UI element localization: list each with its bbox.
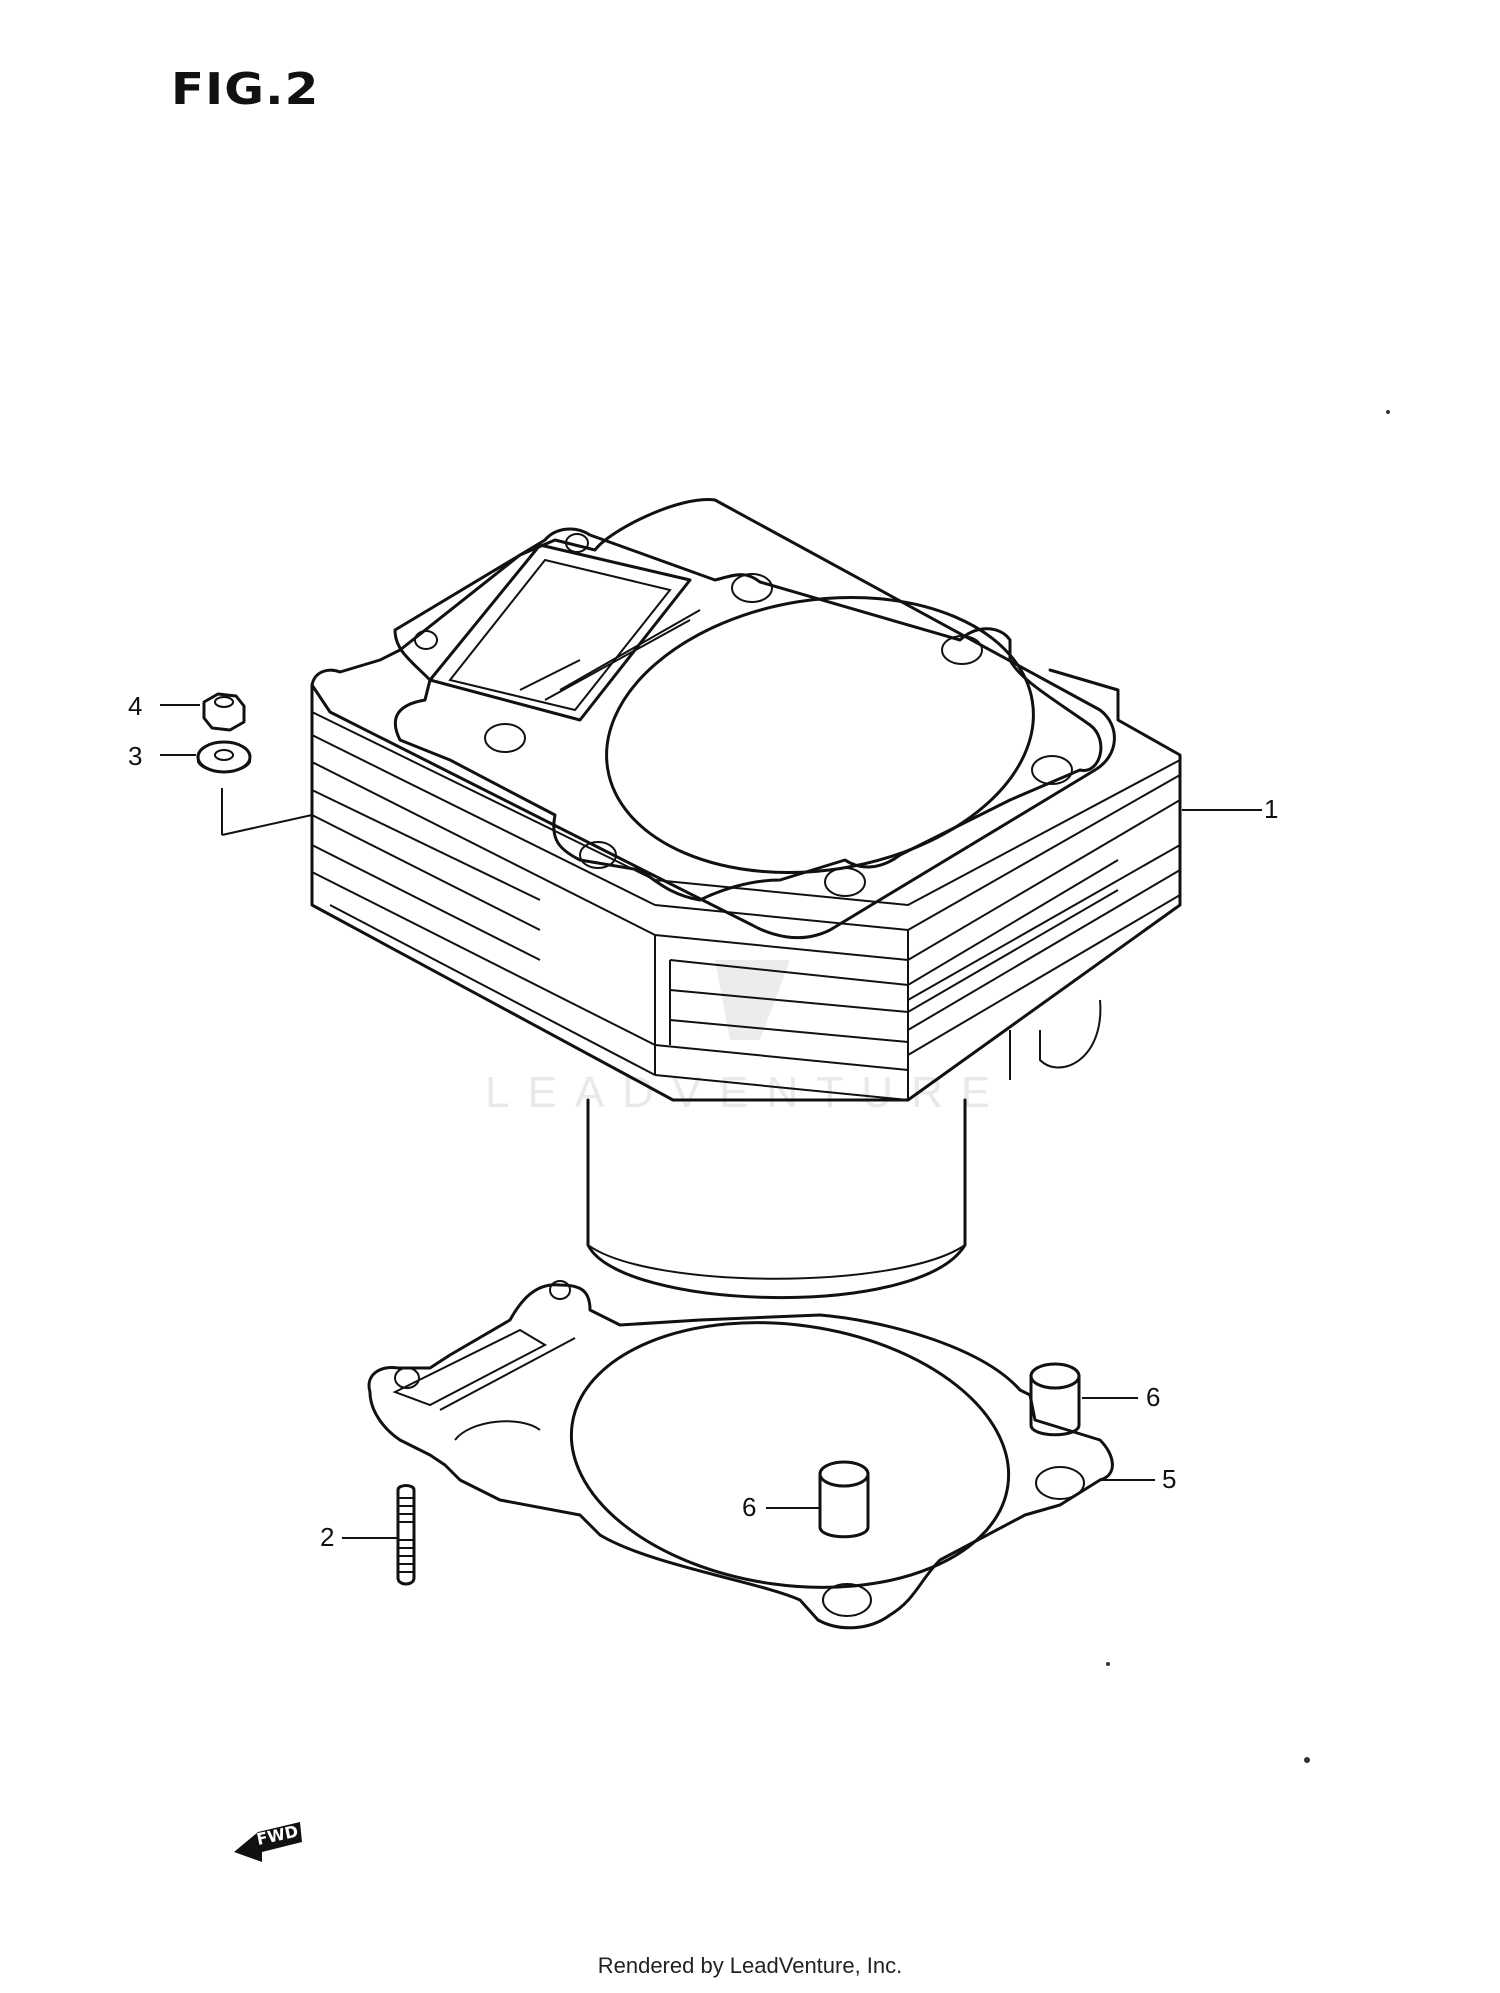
fwd-label: FWD xyxy=(255,1822,300,1849)
forward-direction-marker: FWD xyxy=(234,1822,302,1862)
callout-1: 1 xyxy=(1264,794,1278,824)
leader-lines xyxy=(160,704,1262,1539)
callout-2: 2 xyxy=(320,1522,334,1552)
scan-dot xyxy=(1386,410,1390,414)
footer-credit: Rendered by LeadVenture, Inc. xyxy=(597,1953,903,1978)
dowel-pin-part-6-right[interactable] xyxy=(1029,1362,1081,1437)
forward-arrow-icon xyxy=(234,1822,302,1862)
dowel-pin-part-6-center[interactable] xyxy=(818,1460,870,1539)
callout-4: 4 xyxy=(128,691,142,721)
stud-bolt-part-2[interactable] xyxy=(396,1484,416,1586)
base-gasket-part-5[interactable] xyxy=(367,1280,1114,1630)
scan-dot xyxy=(1304,1757,1310,1763)
callout-6-right: 6 xyxy=(1146,1382,1160,1412)
callout-3: 3 xyxy=(128,741,142,771)
callout-6-center: 6 xyxy=(742,1492,756,1522)
scan-dot xyxy=(1106,1662,1110,1666)
cylinder-part-1[interactable] xyxy=(310,498,1182,1299)
nut-part-4[interactable] xyxy=(202,692,246,732)
figure-title: FIG.2 xyxy=(171,64,320,115)
callout-5: 5 xyxy=(1162,1464,1176,1494)
watermark-text: LEADVENTURE xyxy=(485,1068,1008,1117)
washer-part-3[interactable] xyxy=(196,740,252,774)
